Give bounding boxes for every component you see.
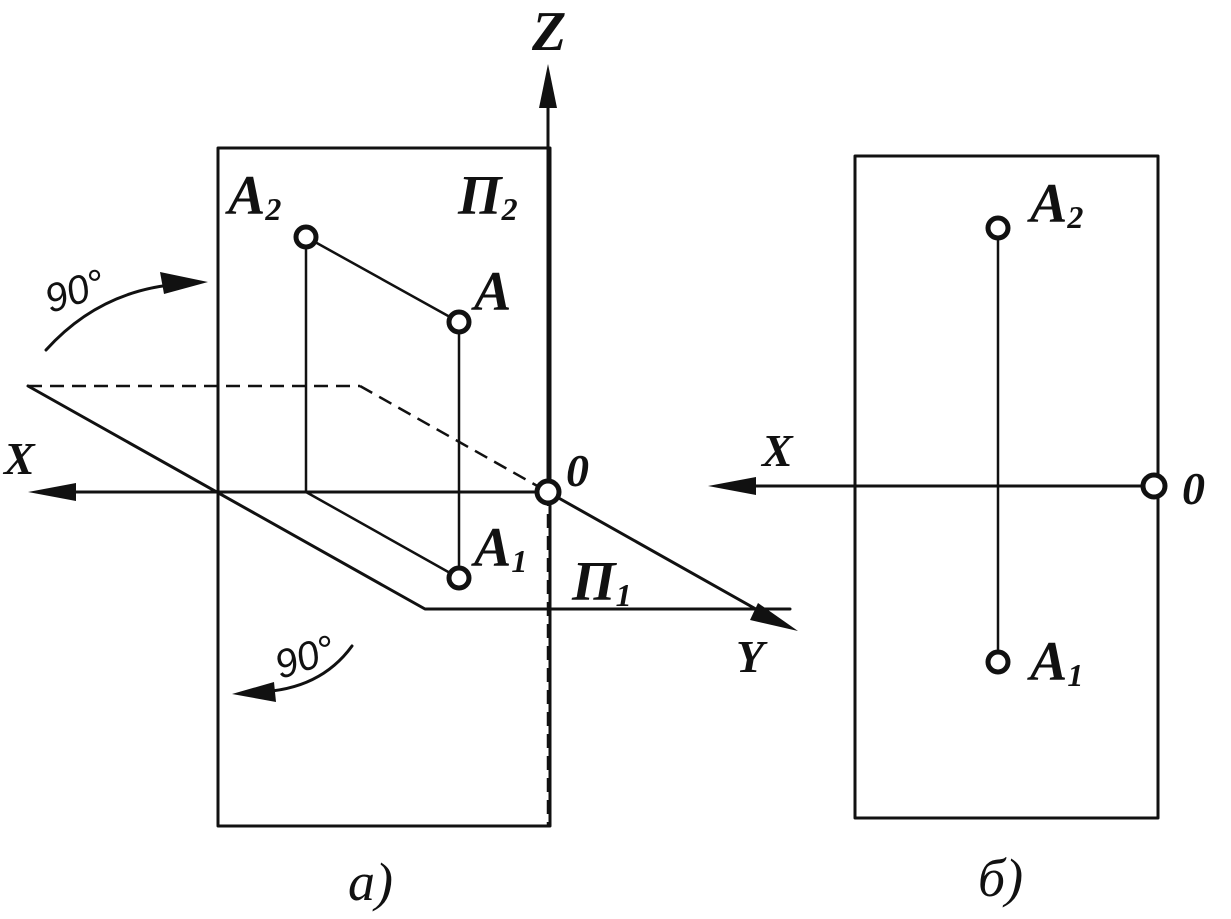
y-axis	[546, 490, 772, 619]
epure-point-a2-label: A2	[1027, 173, 1083, 235]
epure-view: X 0 A2 A1 б)	[708, 154, 1205, 908]
point-a-marker	[446, 309, 472, 335]
z-axis-arrowhead	[539, 64, 557, 108]
point-a1-label: A1	[471, 517, 527, 579]
origin-marker	[534, 478, 562, 506]
epure-origin-label: 0	[1182, 463, 1205, 514]
caption-a: а)	[348, 852, 393, 912]
horizontal-plane-edge-diagonal-hidden	[359, 384, 549, 494]
rotation-arc-top-arrowhead	[160, 272, 208, 294]
epure-x-axis-label: X	[760, 425, 794, 476]
frontal-plane-frame	[216, 146, 552, 828]
origin-label: 0	[566, 445, 589, 496]
spatial-view: Z X Y 0 П2 П1 A2 A A1 90° 90° а)	[2, 1, 798, 912]
projector-a2-a	[304, 235, 461, 324]
horizontal-plane-edge-front	[26, 384, 550, 611]
y-axis-label: Y	[736, 631, 768, 682]
rotation-arc-top	[44, 282, 182, 352]
rotation-bottom-label: 90°	[269, 627, 340, 688]
epure-x-axis-arrowhead	[708, 477, 756, 495]
rotation-top-label: 90°	[39, 261, 110, 322]
point-a2-marker	[293, 224, 319, 250]
epure-point-a1-label: A1	[1027, 631, 1083, 693]
frontal-plane-label: П2	[457, 165, 518, 227]
point-a-label: A	[471, 261, 511, 323]
caption-b: б)	[978, 848, 1023, 908]
rotation-arc-bottom-arrowhead	[232, 682, 276, 702]
point-a1-marker	[446, 565, 472, 591]
epure-point-a1-marker	[985, 649, 1011, 675]
projector-x-a1	[304, 490, 461, 580]
point-a2-label: A2	[225, 165, 281, 227]
y-axis-arrowhead	[750, 603, 798, 631]
x-axis-arrowhead	[28, 483, 76, 501]
x-axis-label: X	[2, 433, 36, 484]
epure-point-a2-marker	[985, 215, 1011, 241]
epure-origin-marker	[1140, 472, 1168, 500]
z-axis-label: Z	[531, 1, 566, 63]
horizontal-plane-label: П1	[571, 551, 632, 613]
